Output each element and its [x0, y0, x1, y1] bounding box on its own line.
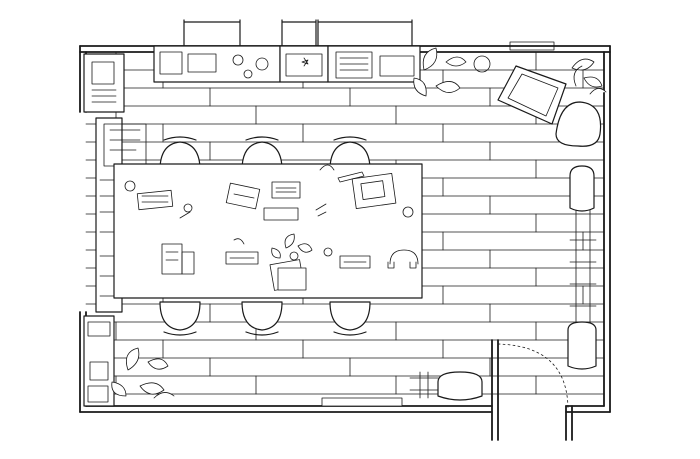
boxed-item [161, 243, 195, 275]
ruler [337, 171, 365, 183]
laptop [339, 255, 371, 269]
chair [329, 136, 371, 171]
chair [329, 301, 371, 336]
window-2 [281, 19, 317, 47]
door-jamb-right [565, 405, 573, 441]
mug [402, 206, 414, 218]
door-jamb-left [491, 339, 499, 441]
window-3 [317, 19, 413, 47]
window-1 [183, 19, 241, 47]
wall-bottom-left [79, 405, 493, 413]
armchair [497, 65, 567, 125]
photo-stack [269, 259, 307, 291]
chair [241, 301, 283, 336]
headphones [387, 249, 419, 269]
mug [323, 247, 333, 257]
plant-bottom-left [111, 347, 175, 399]
wall-frame [91, 61, 115, 85]
potted-plant-on-table [271, 233, 313, 261]
mug [183, 203, 193, 213]
side-table [555, 101, 602, 147]
floor-mat [321, 397, 403, 407]
reading-corner [413, 47, 607, 147]
table-items [124, 164, 419, 291]
cable [233, 164, 335, 245]
chairs [159, 136, 371, 336]
flower-on-counter [301, 57, 309, 67]
top-counters [153, 45, 421, 83]
wall-right [603, 45, 611, 413]
door-swing-arc [497, 343, 569, 411]
rail-upper [575, 209, 591, 325]
laptop [271, 181, 301, 199]
chair [241, 136, 283, 171]
plant-top-right [571, 58, 607, 95]
plant-top-center [413, 47, 467, 97]
laptop [225, 251, 259, 265]
wall-cabinet-upper [83, 53, 125, 113]
bottom-bench [321, 371, 483, 407]
counter-2 [279, 45, 329, 83]
tablet [351, 172, 397, 210]
counter-1 [153, 45, 281, 83]
right-benches [567, 165, 597, 370]
laptop [136, 189, 174, 211]
radiator [509, 41, 555, 51]
mug [124, 180, 136, 192]
board-lower [567, 321, 597, 370]
notes [179, 203, 327, 219]
chair [159, 301, 201, 336]
lower-cabinet [83, 315, 115, 407]
stool-board [437, 371, 483, 401]
board-upper [569, 165, 595, 212]
left-shelving [83, 53, 147, 407]
chair [159, 136, 201, 171]
laptop [225, 182, 261, 210]
laptop [263, 207, 299, 221]
